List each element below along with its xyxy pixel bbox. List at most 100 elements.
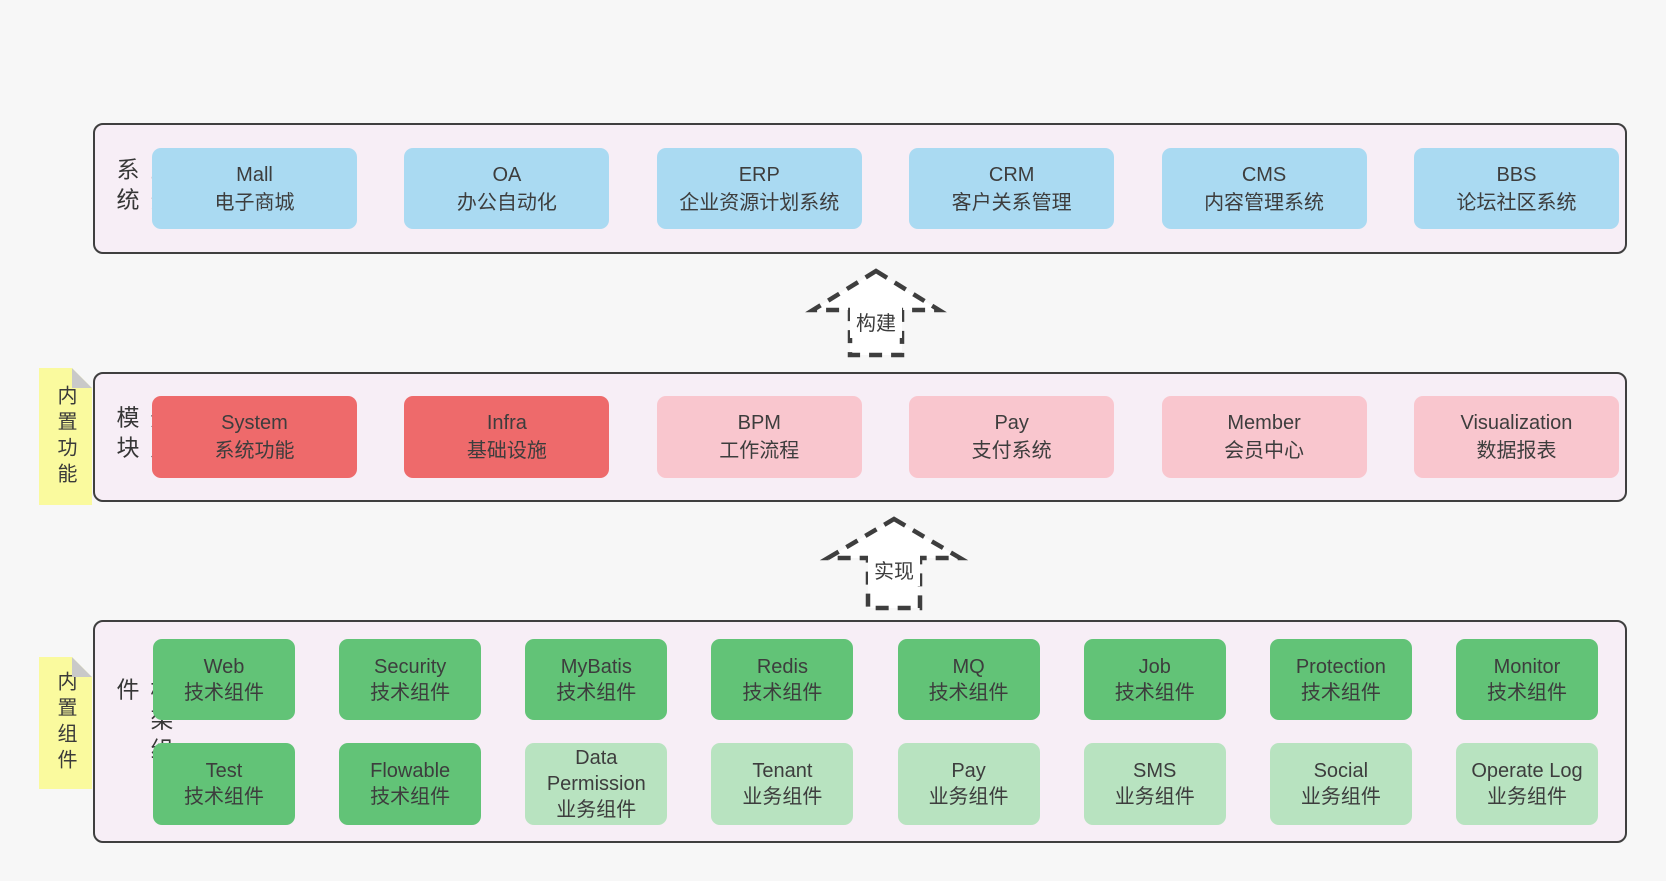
box-security: Security 技术组件 xyxy=(339,639,482,720)
box-operate-log: Operate Log 业务组件 xyxy=(1455,743,1598,825)
box-name: Operate Log xyxy=(1471,760,1583,782)
box-desc: 技术组件 xyxy=(370,681,451,704)
common-modules-row: System 系统功能 Infra 基础设施 BPM 工作流程 Pay 支付系统… xyxy=(152,374,1619,500)
box-name: Mall xyxy=(236,163,273,186)
box-desc: 技术组件 xyxy=(928,681,1009,704)
implement-arrow-icon: 实现 xyxy=(819,516,969,611)
box-name: Job xyxy=(1138,655,1171,678)
box-desc: 技术组件 xyxy=(370,786,451,808)
box-desc: 企业资源计划系统 xyxy=(679,191,840,214)
box-desc: 业务组件 xyxy=(1300,786,1381,808)
box-name: ERP xyxy=(738,163,780,186)
tech-components-row: Web 技术组件 Security 技术组件 MyBatis 技术组件 Redi… xyxy=(153,639,1598,720)
box-desc: 技术组件 xyxy=(184,681,264,704)
box-protection: Protection 技术组件 xyxy=(1269,639,1412,720)
sticky-note-built-in-components: 内置组件 xyxy=(39,657,92,789)
box-desc: 技术组件 xyxy=(742,681,823,704)
box-mall: Mall 电子商城 xyxy=(152,148,357,229)
box-name: System xyxy=(221,412,288,434)
box-erp: ERP 企业资源计划系统 xyxy=(656,148,862,229)
box-sms: SMS 业务组件 xyxy=(1083,743,1226,825)
box-desc: 技术组件 xyxy=(1486,681,1567,704)
box-name: Protection xyxy=(1295,655,1386,678)
band-framework-components: 框架组件 Web 技术组件 Security 技术组件 MyBatis 技术组件… xyxy=(93,620,1627,843)
box-desc: 系统功能 xyxy=(214,440,295,462)
box-name: Tenant xyxy=(752,760,813,782)
box-data-permission: Data Permission 业务组件 xyxy=(525,743,668,825)
box-name: SMS xyxy=(1133,760,1177,782)
box-job: Job 技术组件 xyxy=(1083,639,1226,720)
box-desc: 业务组件 xyxy=(1114,786,1195,808)
box-visualization: Visualization 数据报表 xyxy=(1413,396,1619,478)
box-crm: CRM 客户关系管理 xyxy=(909,148,1115,229)
box-bpm: BPM 工作流程 xyxy=(656,396,862,478)
box-flowable: Flowable 技术组件 xyxy=(339,743,482,825)
box-name: Member xyxy=(1227,412,1301,434)
box-social: Social 业务组件 xyxy=(1269,743,1412,825)
box-desc: 内容管理系统 xyxy=(1204,191,1325,214)
box-desc: 论坛社区系统 xyxy=(1456,191,1577,214)
box-desc: 业务组件 xyxy=(742,786,823,808)
box-name: Visualization xyxy=(1460,412,1573,434)
box-desc: 技术组件 xyxy=(1114,681,1195,704)
box-test: Test 技术组件 xyxy=(153,743,295,825)
biz-components-row: Test 技术组件 Flowable 技术组件 Data Permission … xyxy=(153,743,1598,825)
box-oa: OA 办公自动化 xyxy=(404,148,610,229)
box-tenant: Tenant 业务组件 xyxy=(711,743,854,825)
box-name: MyBatis xyxy=(560,655,632,678)
box-name: CRM xyxy=(988,163,1035,186)
box-name: Social xyxy=(1313,760,1369,782)
box-name: Infra xyxy=(486,412,527,434)
sticky-note-label: 内置功能 xyxy=(54,384,76,489)
build-arrow-label: 构建 xyxy=(856,312,896,335)
sticky-note-built-in-features: 内置功能 xyxy=(39,368,92,505)
box-bbs: BBS 论坛社区系统 xyxy=(1413,148,1619,229)
box-desc: 电子商城 xyxy=(214,191,295,214)
box-name: CMS xyxy=(1241,163,1287,186)
box-cms: CMS 内容管理系统 xyxy=(1161,148,1367,229)
box-desc: 基础设施 xyxy=(466,440,547,462)
folded-corner-icon xyxy=(72,657,92,677)
box-name: Pay xyxy=(951,760,986,782)
box-pay-system: Pay 支付系统 xyxy=(909,396,1115,478)
box-desc: 技术组件 xyxy=(556,681,637,704)
implement-arrow-label: 实现 xyxy=(874,560,914,583)
box-name: Data Permission xyxy=(546,747,646,795)
box-desc: 支付系统 xyxy=(971,440,1052,462)
box-web: Web 技术组件 xyxy=(153,639,295,720)
box-system: System 系统功能 xyxy=(152,396,357,478)
box-desc: 技术组件 xyxy=(184,786,264,808)
box-desc: 技术组件 xyxy=(1300,681,1381,704)
box-pay-component: Pay 业务组件 xyxy=(897,743,1040,825)
box-name: BPM xyxy=(737,412,781,434)
build-arrow-icon: 构建 xyxy=(805,268,947,358)
sticky-note-label: 内置组件 xyxy=(54,671,76,775)
box-monitor: Monitor 技术组件 xyxy=(1455,639,1598,720)
box-desc: 办公自动化 xyxy=(456,191,557,214)
box-member: Member 会员中心 xyxy=(1161,396,1367,478)
box-desc: 工作流程 xyxy=(719,440,800,462)
box-redis: Redis 技术组件 xyxy=(711,639,854,720)
folded-corner-icon xyxy=(72,368,92,388)
band-common-modules: 通用模块 System 系统功能 Infra 基础设施 BPM 工作流程 Pay… xyxy=(93,372,1627,502)
business-systems-row: Mall 电子商城 OA 办公自动化 ERP 企业资源计划系统 CRM 客户关系… xyxy=(152,125,1619,252)
box-name: Pay xyxy=(994,412,1029,434)
box-desc: 业务组件 xyxy=(928,786,1009,808)
box-name: Flowable xyxy=(370,760,451,782)
box-desc: 业务组件 xyxy=(1486,786,1567,808)
box-mybatis: MyBatis 技术组件 xyxy=(525,639,668,720)
box-desc: 会员中心 xyxy=(1224,440,1305,462)
box-desc: 业务组件 xyxy=(556,799,637,821)
box-name: Monitor xyxy=(1493,655,1561,678)
box-name: Redis xyxy=(756,655,808,678)
box-name: BBS xyxy=(1496,163,1537,186)
box-name: OA xyxy=(492,163,522,186)
box-name: Test xyxy=(205,760,243,782)
box-name: Web xyxy=(203,655,245,678)
box-desc: 客户关系管理 xyxy=(951,191,1072,214)
box-desc: 数据报表 xyxy=(1476,440,1557,462)
box-mq: MQ 技术组件 xyxy=(897,639,1040,720)
band-business-systems: 业务系统 Mall 电子商城 OA 办公自动化 ERP 企业资源计划系统 CRM… xyxy=(93,123,1627,254)
box-infra: Infra 基础设施 xyxy=(404,396,610,478)
